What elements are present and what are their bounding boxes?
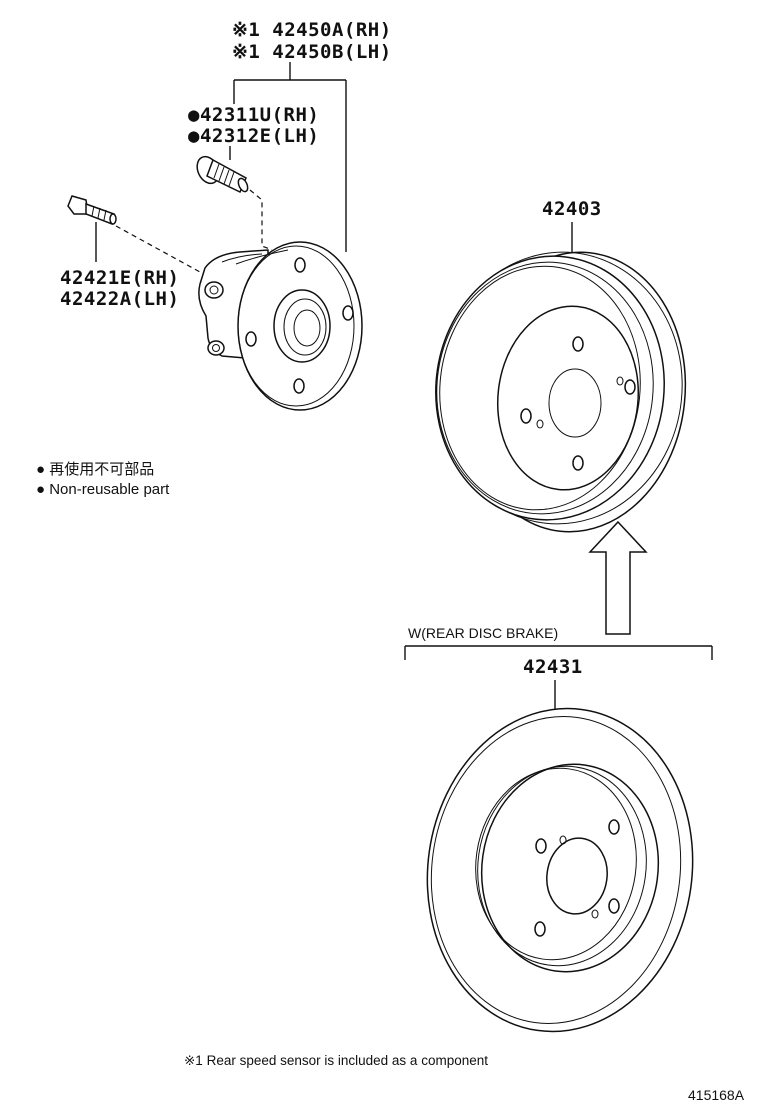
label-disc-rotor: 42431 xyxy=(523,656,583,678)
disc-group-bracket xyxy=(404,645,713,660)
label-brake-drum[interactable]: 42403 xyxy=(542,198,602,220)
label-bolt-rh[interactable]: 42421E(RH) xyxy=(60,267,179,289)
brake-drum[interactable] xyxy=(423,240,699,543)
axle-hub-assembly[interactable] xyxy=(198,241,363,411)
hub-stud[interactable] xyxy=(193,153,250,194)
legend-non-reusable-jp: ● 再使用不可部品 xyxy=(36,461,154,478)
bolt-dashed-path xyxy=(115,225,201,273)
label-hub-rh[interactable]: ※1 42450A(RH) xyxy=(232,19,392,41)
illustration-reference-code: 415168A xyxy=(688,1087,745,1103)
hub-bolt[interactable] xyxy=(67,195,117,226)
legend-non-reusable-en: ● Non-reusable part xyxy=(36,481,170,498)
label-disc-group: W(REAR DISC BRAKE) xyxy=(408,625,558,641)
stud-dashed-path xyxy=(249,189,273,251)
label-bolt-lh[interactable]: 42422A(LH) xyxy=(60,288,179,310)
up-arrow-icon xyxy=(588,520,648,635)
label-stud-rh[interactable]: ●42311U(RH) xyxy=(188,104,319,126)
label-stud-lh[interactable]: ●42312E(LH) xyxy=(188,125,319,147)
footnote-speed-sensor: ※1 Rear speed sensor is included as a co… xyxy=(184,1053,488,1068)
label-hub-lh[interactable]: ※1 42450B(LH) xyxy=(232,41,392,63)
disc-rotor[interactable] xyxy=(407,691,714,1049)
hub-leader-lines xyxy=(95,62,347,262)
